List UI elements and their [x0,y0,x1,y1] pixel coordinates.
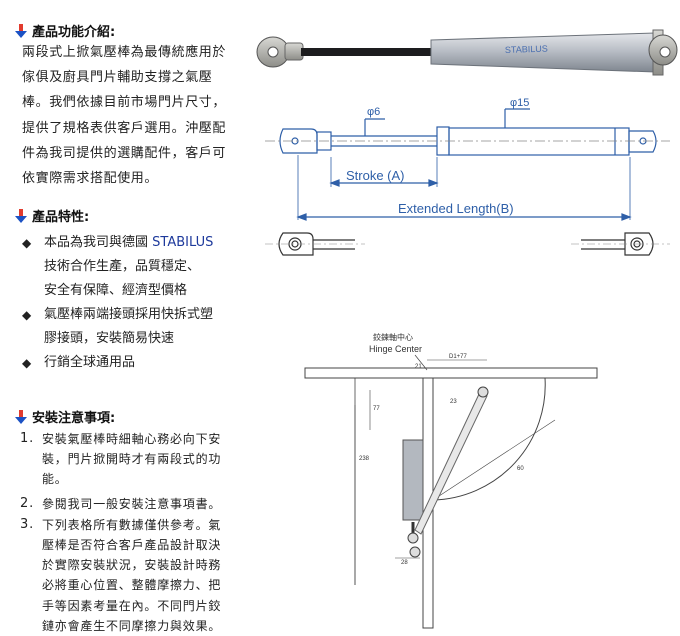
note-text: 壓棒是否符合客戶產品設計取決 [42,538,222,553]
feature-text: 行銷全球通用品 [44,355,136,370]
diamond-bullet-icon: ◆ [22,356,32,370]
intro-line: 棒。我們依據目前市場門片尺寸， [22,95,227,111]
dim-77: 77 [373,406,380,412]
dim-arc: 60 [517,466,524,472]
list-item: ◆ 氣壓棒兩端接頭採用快拆式塑 膠接頭，安裝簡易快速 [22,303,252,351]
down-arrow-icon [15,208,27,223]
dim-238: 238 [359,456,370,462]
feature-text: 技術合作生產，品質穩定、 [44,259,201,274]
note-text: 手等因素考量在內。不同門片鉸 [42,598,222,613]
feature-text: 氣壓棒兩端接頭採用快拆式塑 [44,307,214,322]
notes-heading: 安裝注意事項: [14,407,115,426]
note-text: 能。 [42,472,68,487]
intro-line: 件為我司提供的選購配件，客戶可 [22,145,227,161]
dim-21: 21 [415,364,422,370]
hinge-center-en: Hinge Center [369,344,422,354]
list-item: ◆ 行銷全球通用品 [22,351,252,375]
note-text: 鏈亦會產生不同摩擦力與效果。 [42,618,222,633]
intro-paragraph: 兩段式上掀氣壓棒為最傳統應用於 傢俱及廚具門片輔助支撐之氣壓 棒。我們依據目前市… [22,40,244,191]
feature-text: 膠接頭，安裝簡易快速 [44,331,175,346]
stroke-label: Stroke (A) [346,168,405,183]
diamond-bullet-icon: ◆ [22,308,32,322]
intro-title: 產品功能介紹: [32,25,116,40]
extended-length-label: Extended Length(B) [398,201,514,216]
drawings-column: STABILUS [255,0,680,630]
note-text: 裝，門片掀開時才有兩段式的功 [42,452,222,467]
note-text: 安裝氣壓棒時細軸心務必向下安 [42,432,222,446]
list-item: 3. 下列表格所有數據僅供參考。氣 壓棒是否符合客戶產品設計取決 於實際安裝狀況… [20,515,245,636]
list-item: 2. 參閱我司一般安裝注意事項書。 [20,494,245,514]
note-text: 參閱我司一般安裝注意事項書。 [42,496,222,511]
intro-line: 傢俱及廚具門片輔助支撐之氣壓 [22,70,213,86]
notes-list: 1. 安裝氣壓棒時細軸心務必向下安 裝，門片掀開時才有兩段式的功 能。 2. 參… [20,429,245,636]
list-item: 1. 安裝氣壓棒時細軸心務必向下安 裝，門片掀開時才有兩段式的功 能。 [20,429,245,490]
note-number: 2. [20,495,35,511]
intro-line: 提供了規格表供客戶選用。沖壓配 [22,120,227,136]
intro-heading: 產品功能介紹: [14,21,115,40]
note-number: 3. [20,516,35,532]
tube-diameter-label: φ15 [510,97,529,109]
list-item: ◆ 本品為我司與德國 STABILUS 技術合作生產，品質穩定、 安全有保障、經… [22,231,252,303]
diamond-bullet-icon: ◆ [22,236,32,250]
brand-name: STABILUS [152,235,214,250]
dim-28: 28 [401,560,408,566]
dim-d1: D1+77 [449,354,468,360]
down-arrow-icon [15,409,27,424]
intro-line: 依實際需求搭配使用。 [22,171,159,187]
intro-line: 兩段式上掀氣壓棒為最傳統應用於 [22,45,227,60]
hinge-center-cn: 鉸鍊軸中心 [373,332,413,342]
features-title: 產品特性: [32,210,90,225]
installation-diagram: 鉸鍊軸中心 Hinge Center D1+77 21 23 77 238 28… [304,332,598,629]
down-arrow-icon [15,23,27,38]
cylinder-brand-label: STABILUS [505,44,548,55]
gas-spring-photo: STABILUS [256,29,678,76]
features-list: ◆ 本品為我司與德國 STABILUS 技術合作生產，品質穩定、 安全有保障、經… [22,231,252,375]
dimension-drawing: φ6 φ15 Stroke (A) Extended Length(B) [265,97,670,256]
notes-title: 安裝注意事項: [32,411,116,426]
feature-text: 本品為我司與德國 [44,235,153,250]
note-text: 於實際安裝狀況，安裝設計時務 [42,558,222,573]
note-number: 1. [20,431,35,446]
rod-diameter-label: φ6 [367,106,380,118]
dim-23: 23 [450,399,457,405]
note-text: 必將重心位置、整體摩擦力、把 [42,578,222,593]
feature-text: 安全有保障、經濟型價格 [44,283,188,298]
features-heading: 產品特性: [14,206,89,225]
note-text: 下列表格所有數據僅供參考。氣 [42,517,222,532]
